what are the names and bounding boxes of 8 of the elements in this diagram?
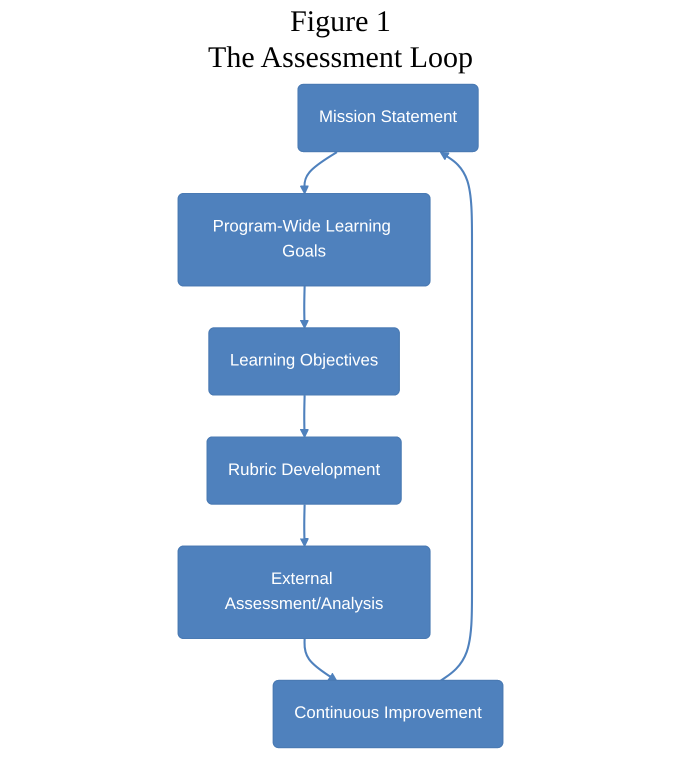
arrow (440, 152, 474, 682)
arrow (300, 396, 310, 438)
figure-number: Figure 1 (289, 4, 392, 40)
diagram-title: The Assessment Loop (207, 40, 474, 76)
arrow (300, 504, 310, 548)
arrow (303, 638, 338, 682)
arrow (300, 151, 338, 194)
arrow (300, 286, 310, 329)
